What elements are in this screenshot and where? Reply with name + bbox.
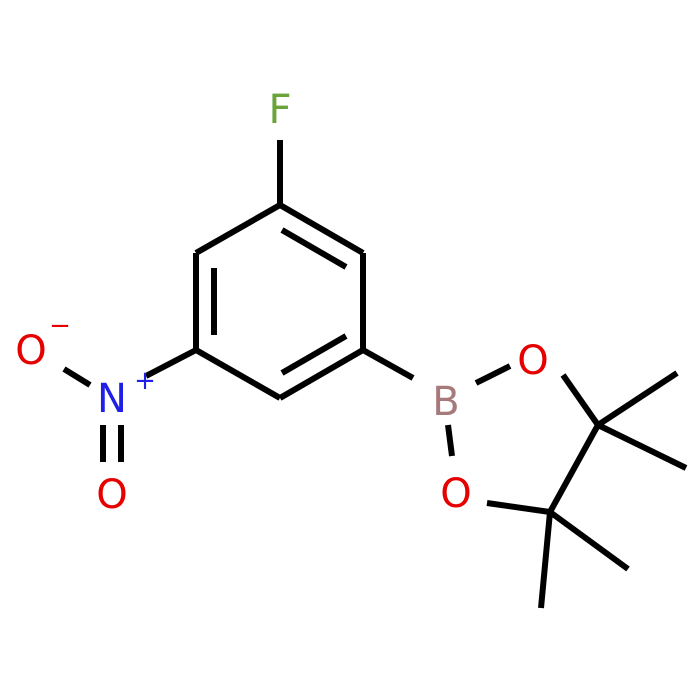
bonds [62,140,688,609]
ring-bond-6 [194,202,282,256]
ring-double-inner-2 [280,333,348,376]
charge-label-minus: − [49,311,71,341]
bond-methyl-2 [596,422,688,471]
bond-c-b [361,347,415,381]
bond-c-n [144,347,198,379]
ring-bond-4 [194,347,282,401]
ring-bond-1 [278,202,365,256]
bond-o-c-lower [486,500,551,515]
charge-label-plus: + [134,366,156,396]
atom-labels: F O − N + O B O O [15,87,548,518]
atom-label-boron: B [432,379,459,425]
bond-o-c-upper [560,373,601,427]
bond-c-c [547,423,601,514]
atom-label-fluorine: F [268,87,291,133]
bond-methyl-1 [596,370,679,428]
bond-b-o-upper [474,363,512,386]
atom-label-nitrogen: N [97,376,127,422]
bond-n-o-minus [62,366,92,388]
bond-methyl-3 [548,509,630,572]
ring-bond-3 [278,347,365,401]
bond-b-o-lower [445,424,455,457]
bond-methyl-4 [538,511,553,609]
ring-double-inner-1 [280,227,348,270]
atom-label-nitro-oxygen-minus: O [15,328,46,374]
atom-label-nitro-oxygen-double: O [96,472,127,518]
atom-label-oxygen-lower: O [440,471,471,517]
atom-label-oxygen-upper: O [517,338,548,384]
